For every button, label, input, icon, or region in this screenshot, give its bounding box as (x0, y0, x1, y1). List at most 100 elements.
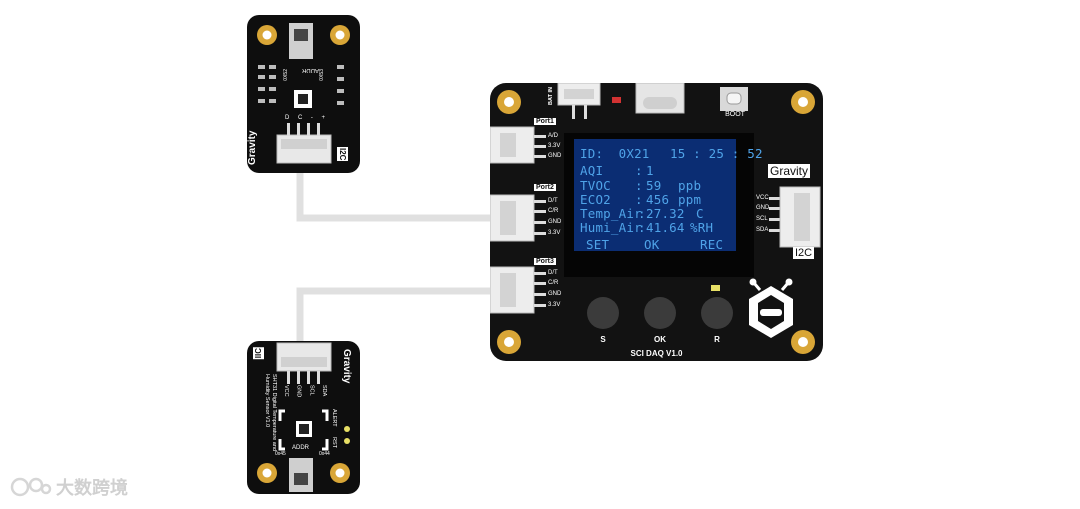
led-alert (344, 426, 350, 432)
lcd-menu-rec: REC (700, 237, 724, 252)
sensor-top-gravity-label: Gravity (247, 130, 258, 165)
watermark: 大数跨境 (8, 474, 128, 500)
daq-board-art (490, 83, 821, 354)
i2c-connector (779, 186, 821, 248)
port3-title: Port3 (534, 258, 556, 265)
pin-label: D (285, 115, 290, 121)
button-s-art (587, 297, 619, 329)
lcd-row-name: TVOC (580, 178, 611, 193)
power-led (612, 97, 621, 103)
port3-pin-label: GND (548, 291, 562, 297)
lcd-row-sep: : (638, 206, 646, 221)
lcd-row-value: 456 (646, 192, 670, 207)
button-ok[interactable] (644, 297, 676, 329)
port3-pin-label: D/T (548, 270, 558, 276)
button-s[interactable] (587, 297, 619, 329)
pin-label: GND (295, 385, 302, 398)
button-r[interactable] (701, 297, 733, 329)
usb-c-port (635, 83, 685, 114)
sensor-bottom-pin-labels: VCC GND SCL SDA (283, 385, 327, 397)
lcd-row-value: 1 (646, 163, 654, 178)
boot-label: BOOT (725, 111, 745, 118)
port1-pin-label: GND (548, 153, 562, 159)
bat-in-connector (557, 83, 601, 119)
led-rst (344, 438, 350, 444)
port1-pin-label: 3.3V (548, 143, 561, 149)
sensor-bottom-rst-label: RST (331, 437, 337, 448)
sensor-bottom-alert-label: ALERT (331, 409, 337, 427)
watermark-logo-icon (10, 477, 52, 497)
lcd-row-name: ECO2 (580, 192, 611, 207)
lcd-row-unit: ppb (678, 178, 702, 193)
sci-daq-board: BOOT BAT IN Port1 A/D 3.3V GND Port2 D/T… (490, 83, 823, 361)
lcd-row-sep: : (635, 163, 643, 178)
button-s-label: S (600, 335, 606, 344)
mount-holes (497, 90, 815, 354)
lcd-row-value: 41.64 (646, 220, 685, 235)
i2c-label: I2C (793, 247, 815, 259)
sensor-bottom-addr-label: ADDR (292, 445, 310, 451)
board-name: SCI DAQ V1.0 (630, 349, 683, 358)
lcd-row-value: 27.32 (646, 206, 685, 221)
cable-bottom-sensor-to-port3 (296, 287, 492, 345)
sensor-top-addr-b: 0X53 (319, 69, 325, 81)
lcd-row-sep: : (635, 192, 643, 207)
watermark-text: 大数跨境 (56, 478, 128, 498)
i2c-pin-label: GND (756, 205, 770, 211)
pin-label: SDA (320, 385, 327, 397)
button-ok-art (644, 297, 676, 329)
port2-title: Port2 (534, 184, 556, 191)
pin-label: + (321, 115, 325, 121)
sensor-top-i2c-label: I2C (337, 147, 348, 162)
port2-pin-label: 3.3V (548, 230, 561, 236)
boot-button[interactable] (720, 87, 748, 111)
i2c-pin-label: SCL (756, 216, 768, 222)
lcd-menu-set: SET (586, 237, 610, 252)
sensor-bottom-description: SHT31 Digital Temperature and Humidity S… (264, 374, 277, 451)
port2-pin-label: C/R (548, 208, 559, 214)
sensor-bottom-gravity-label: Gravity (341, 349, 352, 384)
button-r-art (701, 297, 733, 329)
lcd-row-sep: : (635, 178, 643, 193)
bat-in-label: BAT IN (548, 87, 554, 105)
sensor-top-art (257, 23, 350, 164)
lcd-screen (574, 139, 736, 251)
lcd-row-unit: ppm (678, 192, 702, 207)
sensor-bottom-board: IIC Gravity SHT31 Digital Temperature an… (247, 341, 360, 494)
port2-connector (490, 194, 535, 242)
boot-button (720, 87, 748, 111)
port1-connector (490, 126, 535, 164)
port2-pin-label: GND (548, 219, 562, 225)
lcd-row-name: Temp_Air (580, 206, 642, 221)
i2c-pin-label: SDA (756, 227, 769, 233)
lcd-menu-ok: OK (644, 237, 660, 252)
status-led (711, 285, 720, 291)
pin-label: C (297, 115, 303, 121)
port1-pin-label: A/D (548, 133, 559, 139)
sensor-bottom-art (257, 342, 350, 492)
cable-top-sensor-to-port2 (296, 172, 492, 222)
pin-label: - (310, 115, 313, 121)
sensor-bottom-addr-b: 0x45 (275, 451, 286, 457)
lcd-device-id: ID: 0X21 (580, 146, 650, 161)
sensor-bottom-iic-label: IIC (253, 347, 264, 360)
port1-title: Port1 (534, 118, 556, 125)
sensor-top-pin-labels: D C - + (285, 115, 325, 121)
port3-pin-label: C/R (548, 280, 559, 286)
pin-label: VCC (283, 385, 289, 397)
port2-pin-label: D/T (548, 198, 558, 204)
sensor-top-board: Gravity I2C ADDR 0X52 0X53 D C - + (247, 15, 360, 173)
port3-pin-label: 3.3V (548, 302, 561, 308)
sensor-top-addr-label: ADDR (302, 67, 320, 73)
sensor-bottom-addr-a: 0x44 (319, 451, 330, 457)
pin-label: SCL (308, 385, 315, 396)
sensor-top-addr-a: 0X52 (283, 69, 289, 81)
lcd-row-name: AQI (580, 163, 604, 178)
gravity-label: Gravity (768, 164, 811, 178)
port3-connector (490, 266, 535, 314)
lcd-row-unit: %RH (690, 220, 714, 235)
lcd-row-value: 59 (646, 178, 662, 193)
dfrobot-logo-icon (749, 278, 793, 338)
i2c-pin-label: VCC (756, 195, 769, 201)
